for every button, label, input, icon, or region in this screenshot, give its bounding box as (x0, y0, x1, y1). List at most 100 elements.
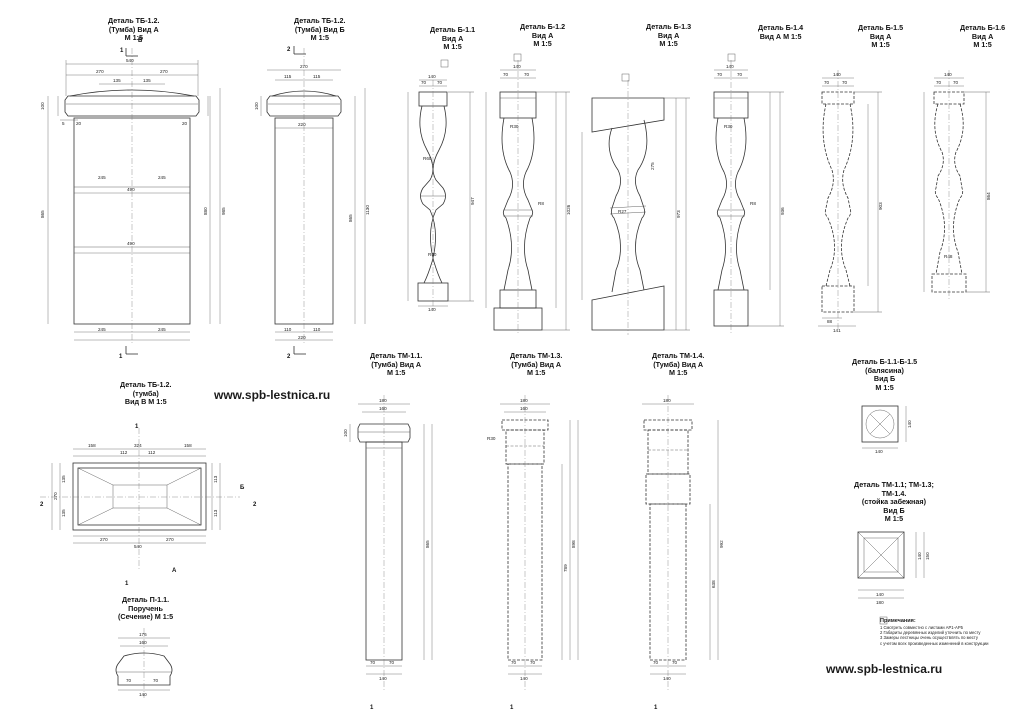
dim-b16-70a: 70 (936, 80, 942, 85)
note-line-2: 2 Габариты деревянных изделий уточнить п… (880, 630, 981, 636)
dim-b16-r48: R48 (944, 254, 953, 259)
dim-b11-r60: R60 (423, 156, 432, 161)
marker-one-tm14: 1 (654, 705, 658, 711)
dim-stoyka-140: 140 (876, 592, 884, 597)
dim-tb12b-110b: 110 (313, 327, 321, 332)
dim-tb12v-113b: 113 (213, 509, 218, 517)
dim-tb12a-865: 865 (40, 210, 45, 218)
dim-b14-r30: R30 (724, 124, 733, 129)
dim-bal-140: 140 (875, 449, 883, 454)
dim-tb12a-880: 880 (203, 207, 208, 215)
baluster-b14: 140 70 70 936 R30 R8 (713, 53, 785, 335)
dim-tm13-r30: R30 (487, 436, 496, 441)
dim-stoyka-180: 180 (876, 600, 884, 605)
dim-b12-70a: 70 (503, 72, 509, 77)
marker-two-left-tb12v: 2 (40, 502, 44, 508)
marker-b-tb12v: Б (240, 485, 245, 491)
dim-b14-140: 140 (726, 64, 734, 69)
dim-b12-r30: R30 (510, 124, 519, 129)
dim-tm13-180: 180 (520, 398, 528, 403)
title-handrail-p11: Деталь П-1.1.Поручень(Сечение) М 1:5 (118, 595, 174, 621)
dim-b16-864: 864 (986, 192, 991, 200)
marker-one-bottom-tb12a: 1 (119, 354, 123, 360)
baluster-b15: 140 70 70 88 141 903 (818, 70, 883, 333)
dim-tb12a-100: 100 (40, 102, 45, 110)
dim-tb12v-135a: 135 (61, 475, 66, 483)
dim-tb12v-113a: 113 (213, 475, 218, 483)
dim-b11-140: 140 (428, 74, 436, 79)
dim-b14-936: 936 (780, 207, 785, 215)
dim-tb12a-245c: 245 (98, 327, 106, 332)
dim-tm13-160: 160 (520, 406, 528, 411)
dim-tb12a-245b: 245 (158, 175, 166, 180)
dim-b11-70a: 70 (421, 80, 427, 85)
dim-b16-140: 140 (944, 72, 952, 77)
dim-tm11-160: 160 (379, 406, 387, 411)
dim-b11-140-bottom: 140 (428, 307, 436, 312)
dim-tb12a-135b: 135 (143, 78, 151, 83)
marker-two-bottom-tb12b: 2 (287, 354, 291, 360)
dim-tb12a-135a: 135 (113, 78, 121, 83)
dim-tb12a-985: 985 (221, 207, 226, 215)
dim-tm13-70a: 70 (511, 660, 517, 665)
dim-tm11-100: 100 (343, 429, 348, 437)
marker-one-tm11: 1 (370, 705, 374, 711)
newel-tm13: 180 160 70 70 140 898 789 R30 1 (487, 395, 579, 711)
pedestal-tb12-view-a: 540 270 270 135 135 245 245 490 490 245 … (40, 38, 226, 360)
baluster-plan-view: 140 140 (861, 405, 912, 454)
dim-bal-140-h: 140 (907, 420, 912, 428)
dim-b15-903: 903 (878, 202, 883, 210)
dim-tb12v-112b: 112 (148, 450, 156, 455)
dim-tb12b-270: 270 (300, 64, 308, 69)
marker-one-tb12v: 1 (135, 424, 139, 430)
dim-b14-r8: R8 (750, 201, 756, 206)
dim-p11-70b: 70 (153, 678, 159, 683)
dim-tm14-70b: 70 (672, 660, 678, 665)
dim-tb12v-270b: 270 (166, 537, 174, 542)
dim-stoyka-150: 150 (925, 552, 930, 560)
dim-tm14-70a: 70 (653, 660, 659, 665)
notes-header: Примечания: (880, 618, 916, 624)
dim-b15-140: 140 (833, 72, 841, 77)
dim-tb12b-220a: 220 (298, 122, 306, 127)
dim-tb12v-324: 324 (134, 443, 142, 448)
baluster-b13: 973 275 R27 (581, 73, 690, 335)
dim-tb12a-540: 540 (126, 58, 134, 63)
marker-one-top-tb12a: 1 (120, 48, 124, 54)
dim-tb12v-270a: 270 (100, 537, 108, 542)
newel-tm14: 180 70 70 140 992 638 1 (642, 395, 724, 711)
newel-tm11: 180 160 70 70 140 865 100 1 (343, 395, 433, 711)
dim-p11-176: 176 (139, 632, 147, 637)
dim-tb12a-5: 5 (62, 121, 65, 126)
site-url-watermark-1: www.spb-lestnica.ru (214, 388, 331, 402)
dim-b12-r8: R8 (538, 201, 544, 206)
marker-a-tb12v: А (172, 568, 177, 574)
dim-tb12v-135b: 135 (61, 509, 66, 517)
dim-b15-70a: 70 (824, 80, 830, 85)
dim-tb12b-865: 865 (348, 214, 353, 222)
baluster-b11: 140 70 70 140 947 R60 R40 (407, 59, 475, 312)
dim-tm14-638: 638 (711, 580, 716, 588)
marker-v-tb12a: В (138, 38, 143, 44)
dim-b14-70b: 70 (737, 72, 743, 77)
pedestal-tb12-view-b: 270 115 115 220 110 110 220 865 1130 100… (254, 46, 370, 360)
marker-one-bottom-tb12v: 1 (125, 581, 129, 587)
dim-tb12a-270b: 270 (160, 69, 168, 74)
dim-tb12v-158a: 158 (88, 443, 96, 448)
baluster-b12: 140 70 70 1026 R30 R8 (485, 53, 571, 335)
dim-p11-160: 160 (139, 640, 147, 645)
marker-two-tb12b: 2 (287, 47, 291, 53)
dim-b13-973: 973 (676, 210, 681, 218)
note-line-4: с учетом всех произведенных изменений в … (880, 640, 989, 646)
dim-b12-70b: 70 (524, 72, 530, 77)
note-line-1: 1 Смотреть совместно с листами АР1-АР5 (880, 625, 963, 630)
dim-tb12b-220b: 220 (298, 335, 306, 340)
dim-tb12a-20b: 20 (182, 121, 188, 126)
dim-tb12a-490a: 490 (127, 187, 135, 192)
